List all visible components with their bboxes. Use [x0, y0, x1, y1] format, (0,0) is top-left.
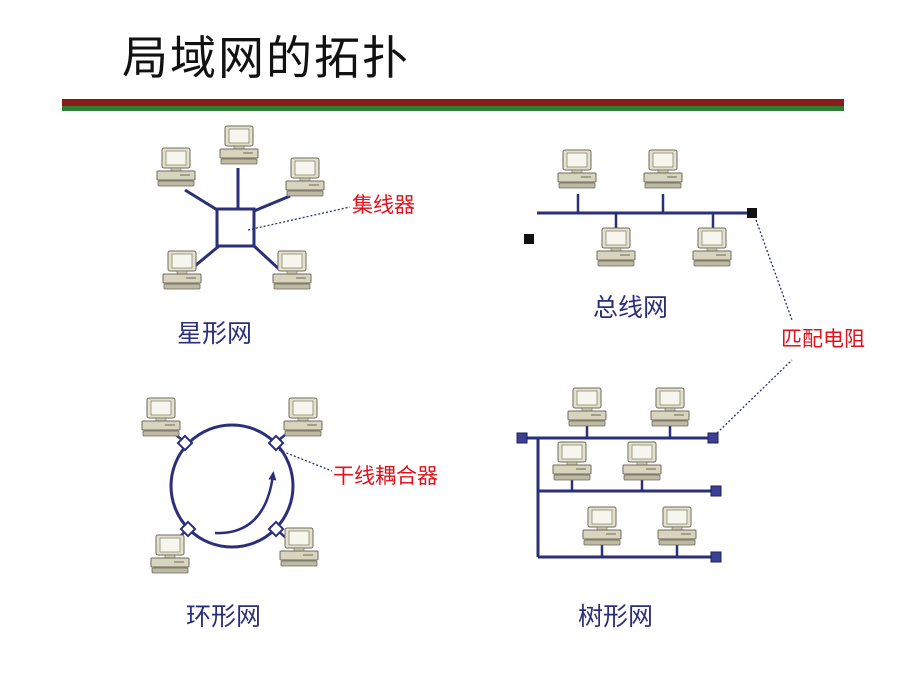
computer-icon — [567, 387, 607, 427]
computer-icon — [283, 397, 323, 437]
computer-icon — [162, 250, 202, 290]
slide-title: 局域网的拓扑 — [122, 31, 410, 85]
coupler-icon — [267, 520, 285, 538]
computer-icon — [285, 157, 325, 197]
computer-icon — [150, 534, 190, 574]
terminator-icon — [747, 208, 757, 218]
title-rule-green — [62, 106, 844, 111]
ring-label: 环形网 — [186, 602, 261, 631]
computer-icon — [219, 125, 259, 165]
terminator-icon — [516, 432, 528, 444]
bus-label: 总线网 — [593, 293, 668, 322]
computer-icon — [272, 250, 312, 290]
computer-icon — [279, 527, 319, 567]
computer-icon — [141, 397, 181, 437]
computer-icon — [582, 506, 622, 546]
tree-label: 树形网 — [578, 602, 653, 631]
star-label: 星形网 — [177, 319, 252, 348]
terminator-annotation: 匹配电阻 — [781, 327, 865, 351]
coupler-icon — [267, 434, 285, 452]
coupler-icon — [179, 520, 197, 538]
computer-icon — [657, 506, 697, 546]
ring-topology — [141, 397, 333, 574]
hub-box — [215, 207, 256, 248]
title-rule-red — [62, 99, 844, 106]
coupler-annotation: 干线耦合器 — [333, 464, 438, 488]
computer-icon — [557, 149, 597, 189]
bus-topology — [524, 149, 793, 321]
computer-icon — [552, 441, 592, 481]
terminator-icon — [524, 234, 534, 244]
terminator-icon — [710, 485, 722, 497]
computer-icon — [643, 149, 683, 189]
computer-icon — [156, 147, 196, 187]
computer-icon — [650, 387, 690, 427]
terminator-icon — [707, 432, 719, 444]
computer-icon — [622, 441, 662, 481]
star-topology — [156, 125, 351, 290]
computer-icon — [692, 227, 732, 267]
tree-topology — [516, 359, 793, 563]
ring-direction-arrow — [214, 471, 277, 535]
hub-annotation: 集线器 — [352, 193, 415, 217]
coupler-icon — [176, 434, 194, 452]
computer-icon — [596, 227, 636, 267]
terminator-icon — [710, 551, 722, 563]
